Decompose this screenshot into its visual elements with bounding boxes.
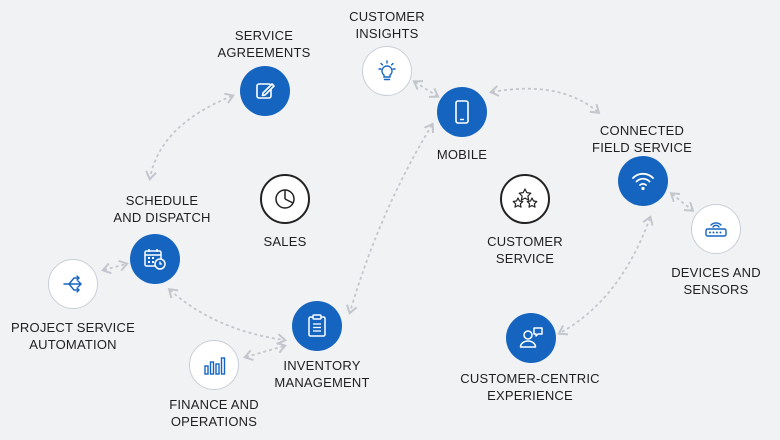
sales-label: SALES (263, 234, 307, 249)
sales-node[interactable] (260, 174, 310, 224)
finance-operations-node[interactable] (189, 340, 239, 390)
project-service-automation-node[interactable] (48, 259, 98, 309)
customer-service-node[interactable] (500, 174, 550, 224)
connector-finance-inventory (243, 341, 287, 362)
person-chat-icon (519, 327, 543, 348)
connector-agreements-schedule (145, 92, 235, 182)
bar-chart-icon (204, 357, 226, 375)
connector-schedule-inventory (167, 287, 288, 345)
service-agreements-node[interactable] (240, 66, 290, 116)
smartphone-icon (455, 100, 469, 124)
connector-connected-devices (669, 192, 695, 212)
calendar-clock-icon (144, 249, 166, 270)
clipboard-icon (308, 314, 326, 337)
inventory-management-node[interactable] (292, 301, 342, 351)
connector-connected-experience (557, 215, 654, 336)
wifi-icon (632, 172, 654, 191)
schedule-dispatch-node[interactable] (130, 234, 180, 284)
connector-mobile-inventory (345, 122, 435, 315)
pie-chart-icon (275, 189, 295, 209)
mobile-label: MOBILE (436, 147, 488, 162)
mobile-node[interactable] (437, 87, 487, 137)
connector-insights-mobile (412, 80, 440, 98)
network-arrows-icon (63, 275, 82, 293)
connector-schedule-automation (101, 259, 129, 275)
connector-mobile-connected (488, 85, 601, 114)
devices-sensors-node[interactable] (691, 204, 741, 254)
lightbulb-icon (378, 60, 396, 81)
customer-centric-experience-node[interactable] (506, 313, 556, 363)
pencil-square-icon (256, 83, 275, 99)
customer-insights-node[interactable] (362, 46, 412, 96)
connected-field-service-node[interactable] (618, 156, 668, 206)
stars-icon (512, 188, 538, 208)
router-icon (705, 222, 727, 237)
